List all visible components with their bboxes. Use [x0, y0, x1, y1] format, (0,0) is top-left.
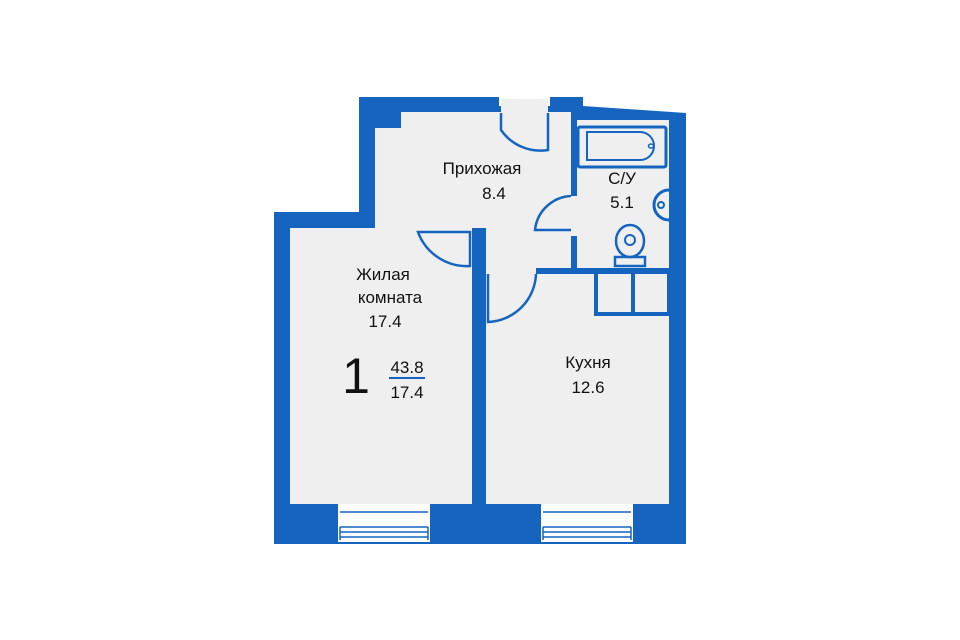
- window-icon: [338, 504, 633, 542]
- sink-icon: [652, 188, 670, 222]
- kitchen-cabinets: [594, 270, 671, 316]
- living-room-area: 17.4: [368, 312, 401, 331]
- rooms-count: 1: [342, 348, 370, 404]
- kitchen-floor: [486, 268, 669, 504]
- hallway-floor: [375, 112, 571, 316]
- living-room-name-line2: комната: [358, 288, 423, 307]
- toilet-icon: [613, 223, 647, 268]
- hallway-name: Прихожая: [443, 159, 522, 178]
- living-area: 17.4: [390, 383, 423, 402]
- window-living-room: [338, 504, 430, 542]
- bathroom-name: С/У: [608, 169, 636, 188]
- bathtub-icon: [576, 125, 668, 169]
- inner-wall-bathroom: [571, 112, 577, 268]
- room-labels: Прихожая 8.4 С/У 5.1 Жилая комната 17.4 …: [356, 159, 636, 397]
- inner-wall-kitchen: [486, 268, 669, 274]
- hallway-area: 8.4: [482, 184, 506, 203]
- apartment-summary: 1 43.8 17.4: [342, 348, 425, 404]
- total-area: 43.8: [390, 358, 423, 377]
- door-openings: [416, 99, 577, 274]
- kitchen-name: Кухня: [565, 353, 611, 372]
- kitchen-area: 12.6: [571, 378, 604, 397]
- bathroom-area: 5.1: [610, 193, 634, 212]
- living-room-name-line1: Жилая: [356, 265, 410, 284]
- inner-wall-living: [472, 228, 486, 504]
- living-room-floor: [290, 228, 472, 504]
- window-kitchen: [541, 504, 633, 542]
- door-icon: [416, 113, 572, 324]
- fraction-line: [389, 377, 425, 379]
